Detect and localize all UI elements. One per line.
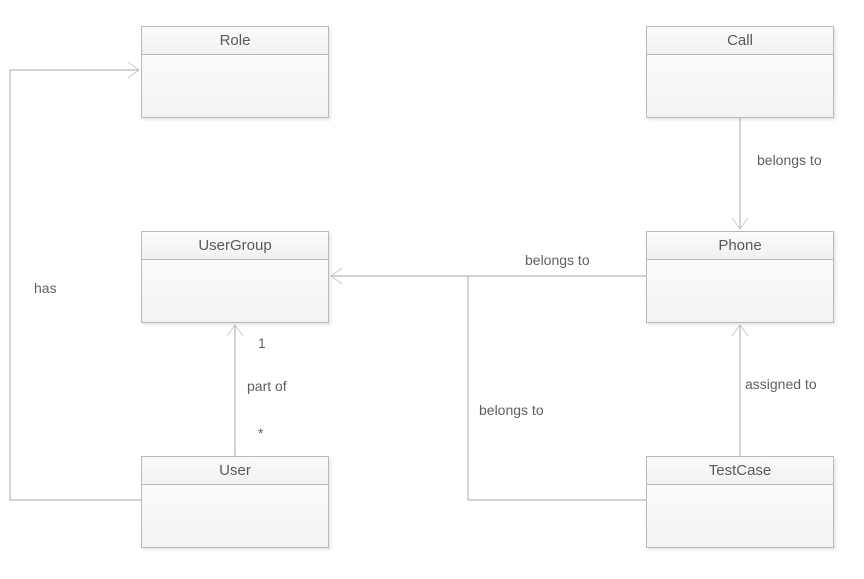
class-box-role[interactable]: Role bbox=[141, 26, 329, 118]
connector-testcase-belongs-to-usergroup bbox=[332, 275, 646, 501]
connector-user-part-of-usergroup bbox=[226, 324, 244, 456]
class-box-user[interactable]: User bbox=[141, 456, 329, 548]
connector-testcase-assigned-to-phone bbox=[731, 324, 749, 456]
class-name-testcase: TestCase bbox=[647, 457, 833, 485]
edge-label-phone-belongs-to-usergroup: belongs to bbox=[523, 252, 592, 268]
class-name-call: Call bbox=[647, 27, 833, 55]
class-attributes-phone bbox=[647, 260, 833, 322]
multiplicity-user-end: * bbox=[256, 425, 266, 441]
class-attributes-usergroup bbox=[142, 260, 328, 322]
class-name-phone: Phone bbox=[647, 232, 833, 260]
class-attributes-user bbox=[142, 485, 328, 547]
class-name-user: User bbox=[142, 457, 328, 485]
class-attributes-role bbox=[142, 55, 328, 117]
edge-label-user-part-of-usergroup: part of bbox=[245, 378, 289, 394]
class-box-usergroup[interactable]: UserGroup bbox=[141, 231, 329, 323]
edge-label-call-belongs-to-phone: belongs to bbox=[755, 152, 824, 168]
class-box-phone[interactable]: Phone bbox=[646, 231, 834, 323]
edge-label-testcase-assigned-to-phone: assigned to bbox=[743, 376, 819, 392]
edge-label-user-has-role: has bbox=[32, 280, 59, 296]
connector-user-has-role bbox=[9, 61, 141, 501]
edge-label-testcase-belongs-to-usergroup: belongs to bbox=[477, 402, 546, 418]
multiplicity-usergroup-end: 1 bbox=[256, 335, 268, 351]
class-name-usergroup: UserGroup bbox=[142, 232, 328, 260]
class-attributes-testcase bbox=[647, 485, 833, 547]
connector-call-belongs-to-phone bbox=[731, 118, 749, 230]
class-box-call[interactable]: Call bbox=[646, 26, 834, 118]
class-box-testcase[interactable]: TestCase bbox=[646, 456, 834, 548]
class-attributes-call bbox=[647, 55, 833, 117]
class-name-role: Role bbox=[142, 27, 328, 55]
